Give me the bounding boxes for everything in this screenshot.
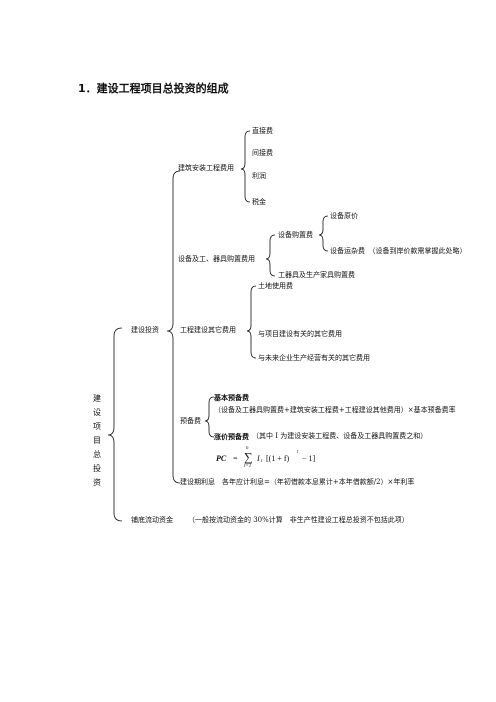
eq-sum-icon: ∑ [244,450,253,464]
eq-body: I [257,454,260,463]
equipment-label: 设备及工、器具购置费用 [178,255,255,263]
eq-sup: t [297,450,299,455]
purchase-bracket [318,215,329,252]
working-capital-label: 铺底流动资金 [131,516,173,524]
price-reserve-title: 涨价预备费 [214,432,249,441]
root-char: 投 [93,464,101,473]
interest-formula: 各年应计利息=（年初借款本息累计+本年借款额/2）×年利率 [222,478,415,486]
root-char: 目 [93,436,101,445]
basic-reserve-title: 基本预备费 [214,393,249,402]
eq-equals: = [233,454,238,463]
tools-furniture-label: 工器具及生产家具购置费 [278,271,355,279]
root-label-total-investment: 建 设 项 目 总 投 资 [92,392,102,490]
building-item-indirect: 间接费 [252,149,273,157]
other-item-land: 土地使用费 [258,282,293,290]
eq-sum-top: n [246,446,249,451]
equipment-freight: 设备运杂费 （设备到岸价款需掌握此处略） [330,247,467,255]
reserve-bracket [204,396,215,438]
eq-lhs: PC [216,454,227,463]
price-reserve-desc: （其中 I 为建设安装工程费、设备及工器具购置费之和） [252,432,428,440]
building-item-tax: 税金 [252,198,266,206]
basic-reserve-formula: （设备及工器具购置费+建筑安装工程费+工程建设其他费用）×基本预备费率 [214,406,456,414]
root-char: 总 [93,450,101,459]
construction-investment-label: 建设投资 [131,326,159,334]
building-install-label: 建筑安装工程费用 [178,164,234,172]
reserve-label: 预备费 [180,417,201,425]
building-item-profit: 利润 [252,172,266,180]
building-item-direct: 直接费 [252,127,273,135]
root-char: 资 [93,478,101,487]
root-char: 设 [93,408,101,417]
root-char: 建 [93,394,101,403]
eq-bracket: [(1 + f) [266,454,290,463]
interest-label: 建设期利息 [180,478,215,486]
working-capital-desc: （一般按流动资金的 30%计算 非生产性建设工程总投资不包括此项） [188,516,409,524]
equipment-bracket [265,234,276,277]
other-item-project: 与项目建设有关的其它费用 [258,330,342,338]
root-bracket [107,327,123,522]
root-char: 项 [93,422,101,431]
other-bracket [246,285,257,359]
other-expenses-label: 工程建设其它费用 [180,326,236,334]
price-reserve-equation: PC = n ∑ t=1 I t [(1 + f) t − 1] [216,446,336,472]
equipment-original-price: 设备原价 [330,212,358,220]
eq-sub: t [261,459,263,464]
equipment-purchase-label: 设备购置费 [278,231,313,239]
building-bracket [240,130,251,203]
eq-sum-bottom: t=1 [244,464,252,469]
other-item-future: 与未来企业生产经营有关的其它费用 [258,354,370,362]
eq-tail: − 1] [302,454,316,463]
page-title: 1．建设工程项目总投资的组成 [78,82,229,95]
construction-bracket [166,170,181,484]
